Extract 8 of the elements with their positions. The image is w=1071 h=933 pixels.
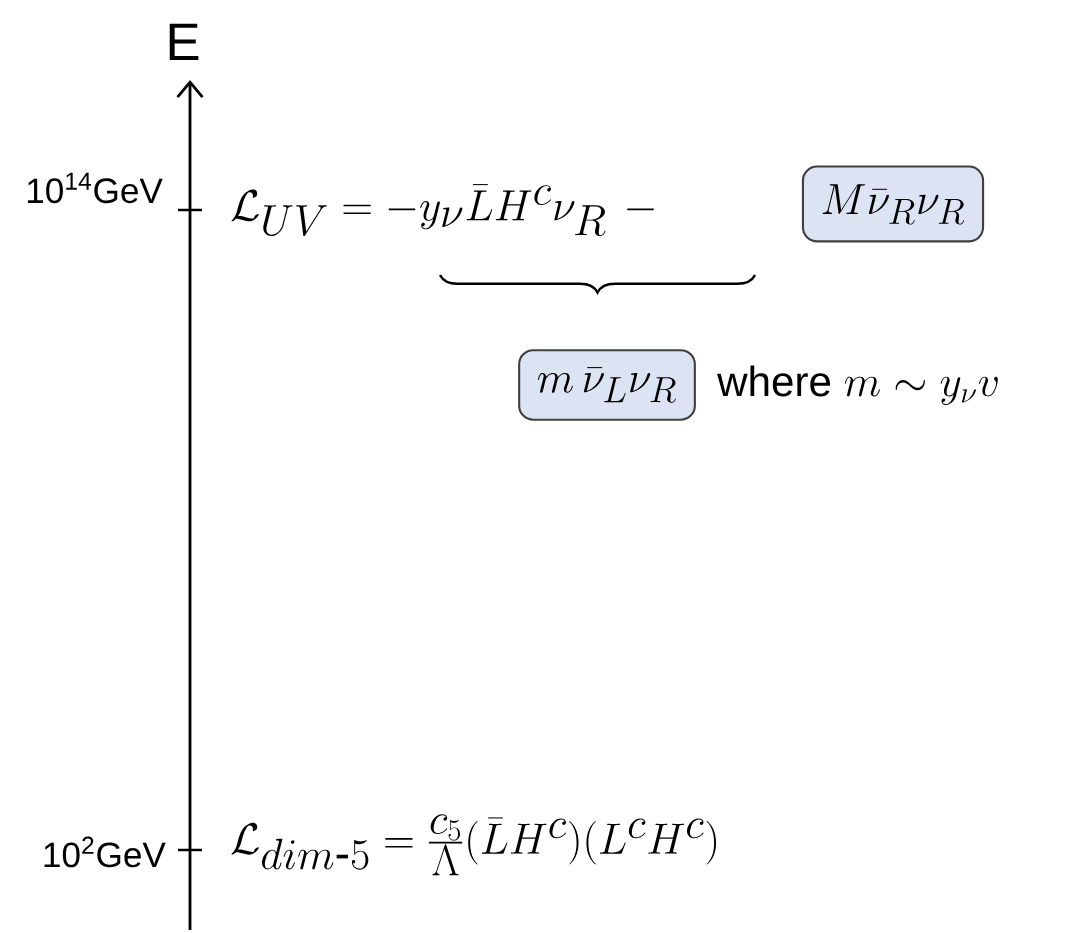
formula-box: $m\,\bar{\nu}_L\nu_R$	[518, 349, 696, 421]
tick-label: 10$^{14}$GeV	[27, 172, 163, 204]
formula: $\mathcal{L}_{dim\text{-}5} = \frac{c_5}{\Lambda}(\bar{L}H^c)(L^cH^c)$	[231, 814, 717, 876]
axis-label: E	[169, 23, 199, 61]
formula-note: $\mathrm{where}\ m\sim y_\nu v$	[717, 365, 998, 405]
formula: $\mathcal{L}_{UV} = -y_\nu\bar{L}H^c\nu_R\ -$	[231, 184, 654, 237]
formula-box: $M\bar{\nu}_R\nu_R$	[801, 165, 985, 243]
tick-label: 10$^{2}$GeV	[44, 836, 166, 868]
